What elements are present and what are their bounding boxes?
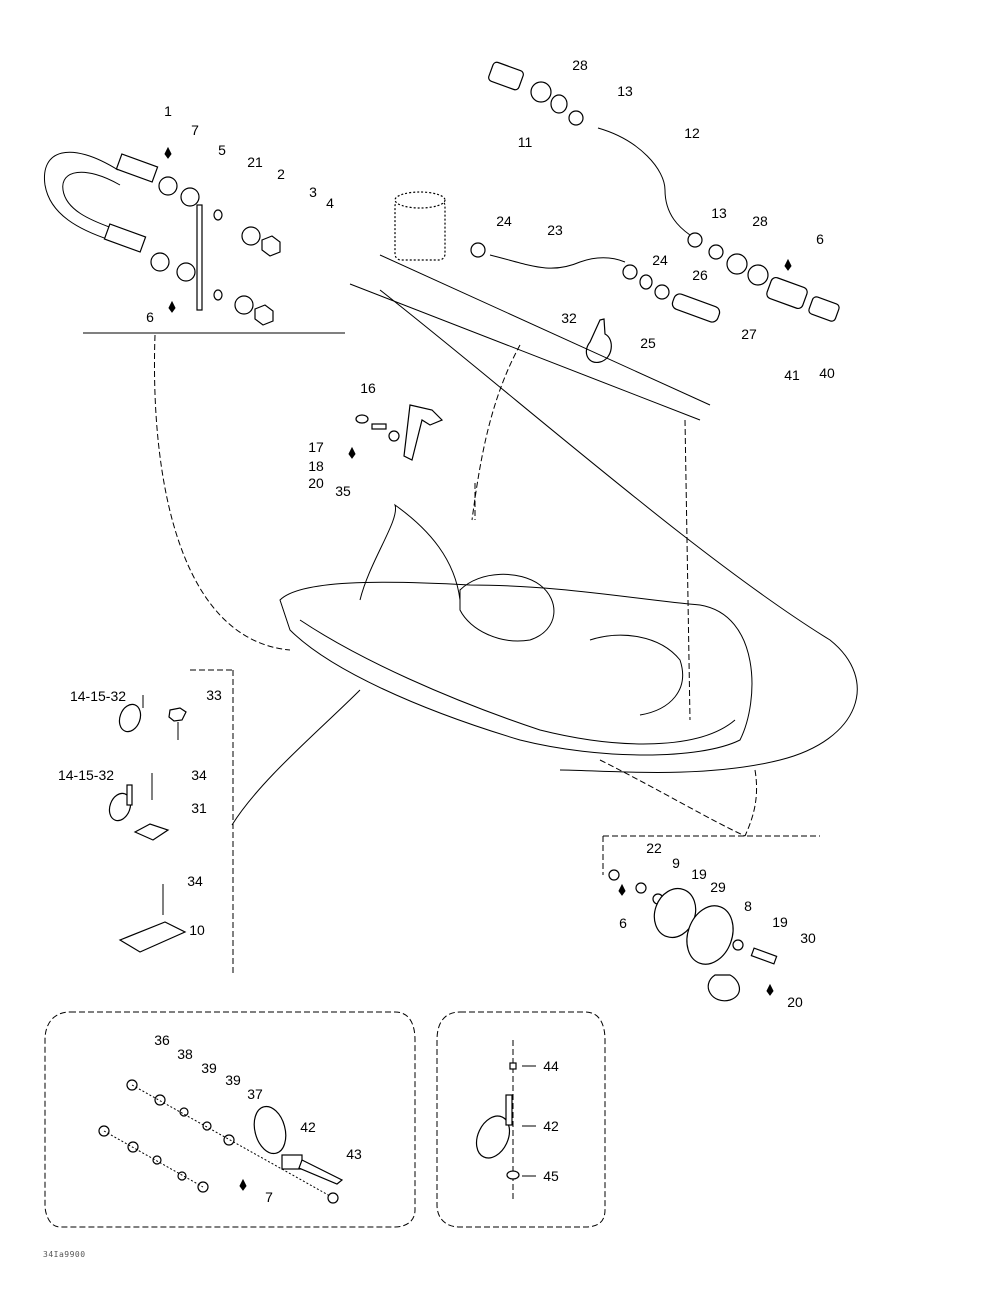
callout-37: 37 [247, 1086, 263, 1102]
callout-7: 7 [265, 1189, 273, 1205]
callout-22: 22 [646, 840, 662, 856]
callout-1: 1 [164, 103, 172, 119]
callout-35: 35 [335, 483, 351, 499]
callout-42: 42 [300, 1119, 316, 1135]
callout-3: 3 [309, 184, 317, 200]
callout-13: 13 [711, 205, 727, 221]
callout-36: 36 [154, 1032, 170, 1048]
callout-7: 7 [191, 122, 199, 138]
bilge-hose-assembly [349, 61, 840, 421]
callout-32: 32 [561, 310, 577, 326]
callout-45: 45 [543, 1168, 559, 1184]
callout-21: 21 [247, 154, 263, 170]
callout-20: 20 [308, 475, 324, 491]
callout-38: 38 [177, 1046, 193, 1062]
drain-plug-assembly [602, 835, 820, 1002]
callout-28: 28 [752, 213, 768, 229]
callout-31: 31 [191, 800, 207, 816]
callout-8: 8 [744, 898, 752, 914]
callout-29: 29 [710, 879, 726, 895]
callout-24: 24 [496, 213, 512, 229]
callout-2: 2 [277, 166, 285, 182]
callout-5: 5 [218, 142, 226, 158]
callout-25: 25 [640, 335, 656, 351]
callout-18: 18 [308, 458, 324, 474]
callout-20: 20 [787, 994, 803, 1010]
callout-40: 40 [819, 365, 835, 381]
callout-44: 44 [543, 1058, 559, 1074]
callout-28: 28 [572, 57, 588, 73]
callout-34: 34 [191, 767, 207, 783]
callout-39: 39 [201, 1060, 217, 1076]
callout-6: 6 [619, 915, 627, 931]
callout-11: 11 [517, 134, 533, 150]
callout-30: 30 [800, 930, 816, 946]
hull-drawing [154, 289, 858, 837]
callout-17: 17 [308, 439, 324, 455]
callout-16: 16 [360, 380, 376, 396]
callout-12: 12 [684, 125, 700, 141]
callout-41: 41 [784, 367, 800, 383]
detail-panel-left [44, 1011, 416, 1228]
callout-6: 6 [146, 309, 154, 325]
callout-26: 26 [692, 267, 708, 283]
callout-10: 10 [189, 922, 205, 938]
callout-27: 27 [741, 326, 757, 342]
callout-42: 42 [543, 1118, 559, 1134]
callout-39: 39 [225, 1072, 241, 1088]
callout-14-15-32: 14-15-32 [57, 767, 115, 783]
callout-19: 19 [691, 866, 707, 882]
callout-14-15-32: 14-15-32 [69, 688, 127, 704]
detail-panel-right [436, 1011, 606, 1228]
callout-24: 24 [652, 252, 668, 268]
u-bolt-assembly [43, 146, 345, 334]
callout-4: 4 [326, 195, 334, 211]
callout-19: 19 [772, 914, 788, 930]
callout-13: 13 [617, 83, 633, 99]
callout-23: 23 [547, 222, 563, 238]
callout-34: 34 [187, 873, 203, 889]
bracket-assembly [348, 404, 444, 461]
callout-43: 43 [346, 1146, 362, 1162]
callout-33: 33 [206, 687, 222, 703]
callout-6: 6 [816, 231, 824, 247]
reference-code: 34Ia9900 [43, 1250, 86, 1259]
callout-9: 9 [672, 855, 680, 871]
clip-fastener-group [108, 669, 234, 975]
